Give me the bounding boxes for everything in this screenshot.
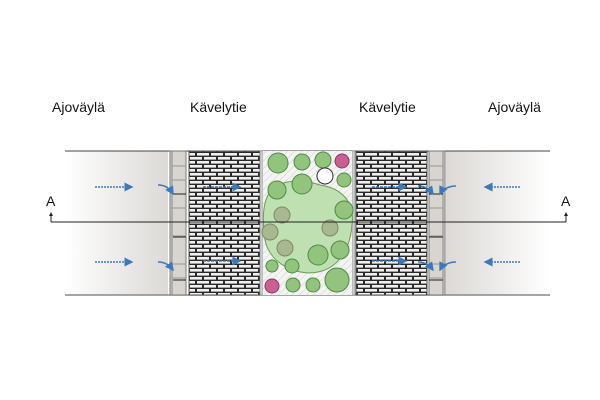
- label-left-road: Ajoväylä: [52, 99, 105, 115]
- flow-arrow-icon: [439, 261, 457, 272]
- label-right-road: Ajoväylä: [488, 99, 541, 115]
- left-road: [65, 151, 168, 295]
- left-gutter: [169, 150, 187, 296]
- right-road: [446, 151, 550, 295]
- flow-arrow-icon: [439, 185, 457, 196]
- section-marker-left: A: [46, 193, 56, 209]
- right-gutter: [428, 150, 446, 296]
- label-left-walkway: Kävelytie: [190, 99, 247, 115]
- section-line-a-a: [49, 212, 568, 223]
- flow-arrow-icon: [417, 185, 434, 196]
- flow-arrow-icon: [417, 261, 434, 272]
- flow-arrow-icon: [157, 261, 174, 272]
- label-right-walkway: Kävelytie: [359, 99, 416, 115]
- section-marker-right: A: [561, 193, 571, 209]
- planting-area: [261, 151, 354, 295]
- right-walkway-paving: [355, 150, 428, 296]
- trees: [261, 151, 354, 294]
- left-walkway-paving: [188, 150, 261, 296]
- water-flow-arrows: [95, 182, 520, 272]
- flow-arrow-icon: [157, 184, 174, 196]
